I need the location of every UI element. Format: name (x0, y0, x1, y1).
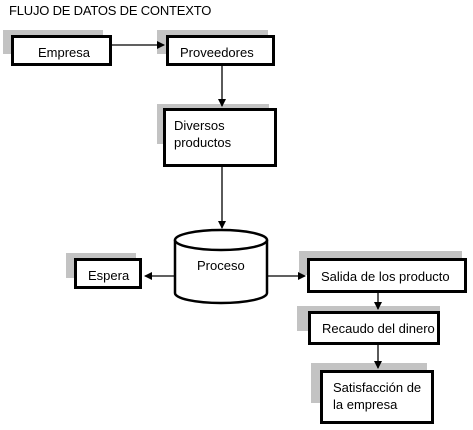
node-proceso[interactable] (173, 228, 269, 305)
proceso-cylinder-body (173, 240, 269, 305)
node-recaudo-label: Recaudo del dinero (322, 321, 435, 336)
node-salida-label: Salida de los producto (321, 269, 450, 284)
node-satisfaccion-label-2: la empresa (333, 397, 398, 412)
node-diversos-productos[interactable]: Diversos productos (163, 108, 277, 167)
diagram-title: FLUJO DE DATOS DE CONTEXTO (9, 3, 212, 18)
node-espera[interactable]: Espera (74, 258, 142, 289)
node-satisfaccion-label-1: Satisfacción de (333, 380, 422, 395)
node-recaudo[interactable]: Recaudo del dinero (308, 311, 440, 345)
node-diversos-label-2: productos (174, 135, 232, 150)
node-empresa-label: Empresa (38, 45, 91, 60)
node-salida[interactable]: Salida de los producto (307, 258, 467, 293)
node-proveedores-label: Proveedores (180, 45, 254, 60)
node-satisfaccion[interactable]: Satisfacción de la empresa (320, 370, 434, 424)
proceso-cylinder-top (173, 228, 269, 252)
node-proceso-label: Proceso (197, 258, 245, 273)
node-espera-label: Espera (88, 268, 130, 283)
node-diversos-label-1: Diversos (174, 118, 225, 133)
node-empresa[interactable]: Empresa (11, 35, 112, 66)
node-proveedores[interactable]: Proveedores (166, 35, 275, 66)
